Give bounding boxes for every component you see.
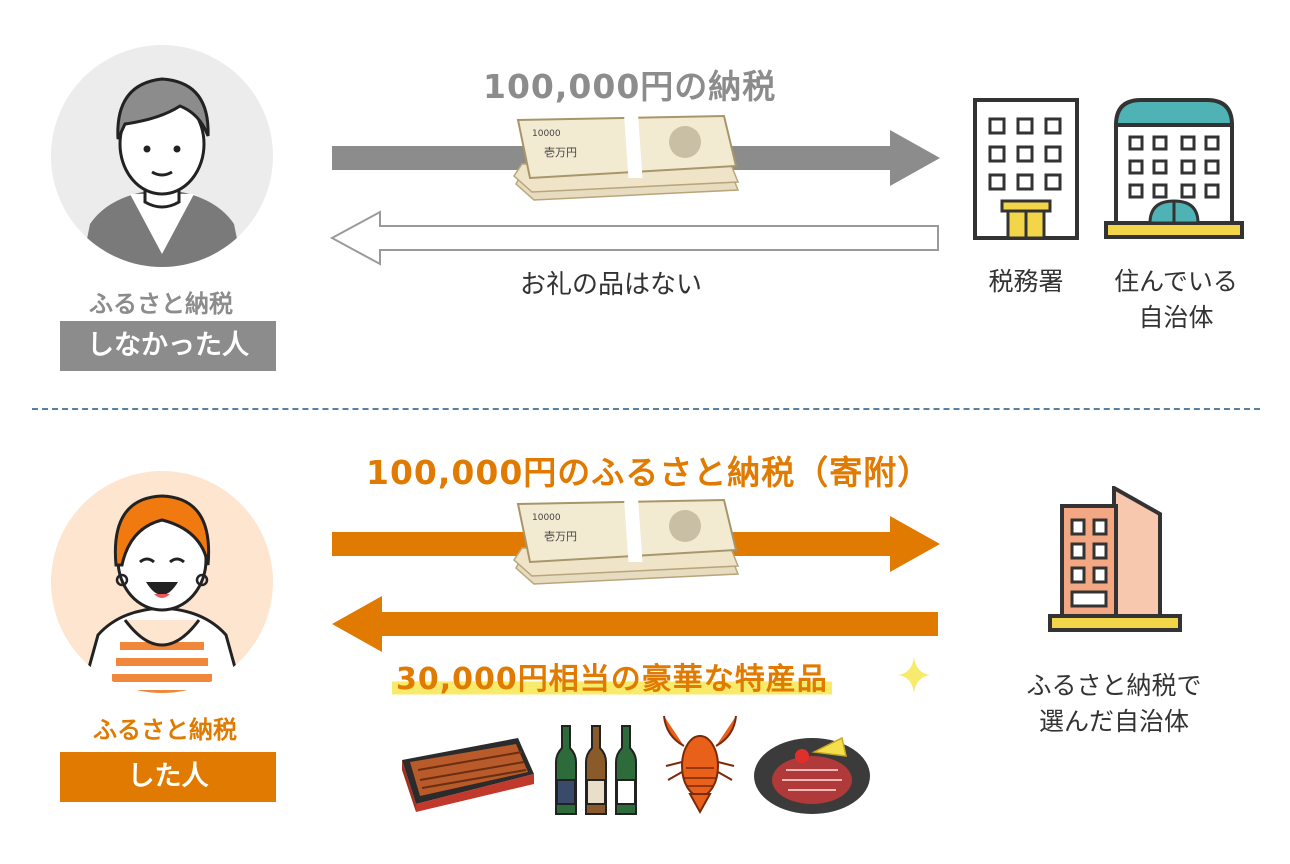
sparkle-icon	[898, 657, 930, 693]
svg-text:壱万円: 壱万円	[544, 145, 577, 159]
person-no-badge: しなかった人	[60, 321, 276, 371]
person-yes-badge: した人	[60, 752, 276, 802]
person-yes-caption: ふるさと納税	[93, 716, 237, 744]
section-divider	[32, 408, 1260, 410]
hometown-building-label-line2: 選んだ自治体	[1038, 707, 1189, 736]
person-yes-icon	[51, 471, 273, 693]
tax-office-icon	[973, 98, 1079, 240]
bottom-title: 100,000円のふるさと納税（寄附）	[366, 453, 932, 492]
building2-label-line2: 自治体	[1138, 303, 1214, 332]
lobster-icon	[663, 715, 737, 815]
sake-bottles-icon	[555, 725, 637, 815]
hometown-building-icon	[1048, 486, 1182, 632]
hometown-building-label: ふるさと納税で 選んだ自治体	[1004, 668, 1224, 740]
building2-label-line1: 住んでいる	[1114, 267, 1238, 296]
bottom-return-label: 30,000円相当の豪華な特産品	[392, 654, 832, 698]
svg-text:壱万円: 壱万円	[544, 529, 577, 543]
person-no-icon	[51, 45, 273, 267]
money-bundle-icon: 10000 壱万円	[513, 114, 740, 201]
svg-text:10000: 10000	[532, 513, 561, 523]
building2-label: 住んでいる 自治体	[1098, 264, 1254, 336]
building1-label: 税務署	[988, 267, 1064, 296]
svg-text:10000: 10000	[532, 129, 561, 139]
top-return-arrow	[330, 210, 939, 266]
top-return-label: お礼の品はない	[520, 270, 703, 300]
money-bundle-icon-2: 10000 壱万円	[513, 498, 740, 585]
hometown-building-label-line1: ふるさと納税で	[1026, 671, 1202, 700]
bottom-return-arrow	[332, 596, 938, 652]
eel-box-icon	[402, 738, 534, 812]
city-hall-icon	[1104, 98, 1244, 239]
person-no-caption: ふるさと納税	[89, 290, 233, 318]
steak-plate-icon	[754, 736, 870, 814]
top-title: 100,000円の納税	[483, 67, 777, 106]
